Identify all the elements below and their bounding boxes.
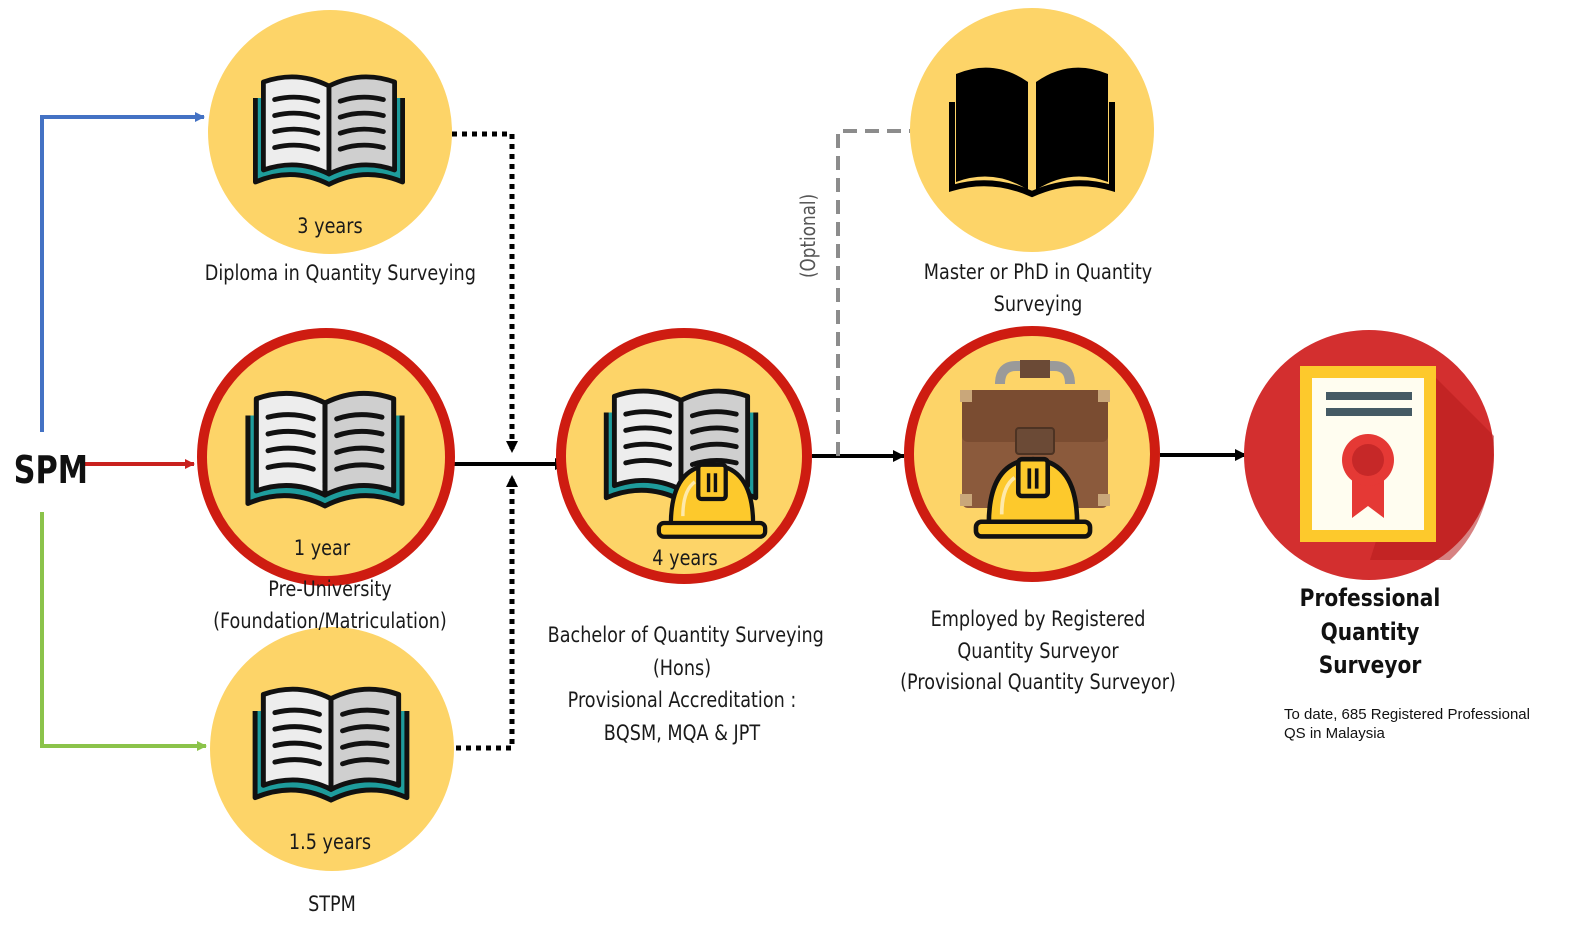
open-book-icon [255,689,407,800]
dashed-optional-to-master [836,129,910,456]
stpm-title: STPM [308,892,356,916]
arrow-spm-to-stpm [40,512,207,751]
optional-label: (Optional) [796,193,820,278]
preuniversity-title-line1: Pre-University [268,577,392,601]
employed-title-line3: (Provisional Quantity Surveyor) [900,670,1176,694]
spm-label: SPM [13,448,89,492]
bachelor-title-line3: Provisional Accreditation : [567,688,797,713]
bachelor-title: Bachelor of Quantity Surveying (Hons) Pr… [547,619,824,749]
node-stpm [210,627,454,871]
black-book-icon [949,67,1115,198]
professional-title-line2: Quantity Surveyor [1318,617,1422,680]
employed-title-line2: Quantity Surveyor [957,638,1119,663]
diploma-title: Diploma in Quantity Surveying [204,261,476,285]
node-diploma [208,10,452,254]
preuniversity-title-line2: (Foundation/Matriculation) [213,608,447,633]
master-title-line1: Master or PhD in Quantity [923,260,1153,284]
certificate-icon [1300,366,1436,542]
master-title-line2: Surveying [993,291,1083,316]
arrow-spm-to-diploma [40,112,205,432]
master-title: Master or PhD in Quantity Surveying [912,257,1164,320]
diploma-duration: 3 years [297,214,363,238]
note-line1: To date, 685 Registered Professional [1284,706,1530,723]
bachelor-title-line2: (Hons) [652,655,712,680]
dotted-stpm-to-bachelor [456,475,518,751]
bachelor-duration: 4 years [652,546,718,570]
open-book-icon [255,77,402,185]
node-bachelor [556,328,812,584]
note-line2: QS in Malaysia [1284,724,1385,742]
preuniversity-duration: 1 year [293,536,351,560]
bachelor-title-line1: Bachelor of Quantity Surveying [547,623,824,647]
registered-qs-note: To date, 685 Registered Professional QS … [1284,706,1584,744]
node-professional [1244,330,1494,580]
employed-title-line1: Employed by Registered [930,607,1146,631]
node-master [910,8,1154,252]
open-book-icon [248,393,402,506]
stpm-duration: 1.5 years [288,830,372,854]
connectors [40,112,1247,751]
employed-title: Employed by Registered Quantity Surveyor… [895,604,1181,699]
professional-title: Professional Quantity Surveyor [1269,582,1471,683]
professional-title-line1: Professional [1299,584,1441,612]
dotted-diploma-to-bachelor [452,131,518,453]
bachelor-title-line4: BQSM, MQA & JPT [603,720,761,745]
node-preuniversity [197,328,455,586]
preuniversity-title: Pre-University (Foundation/Matriculation… [204,574,456,637]
node-employed [904,326,1160,582]
